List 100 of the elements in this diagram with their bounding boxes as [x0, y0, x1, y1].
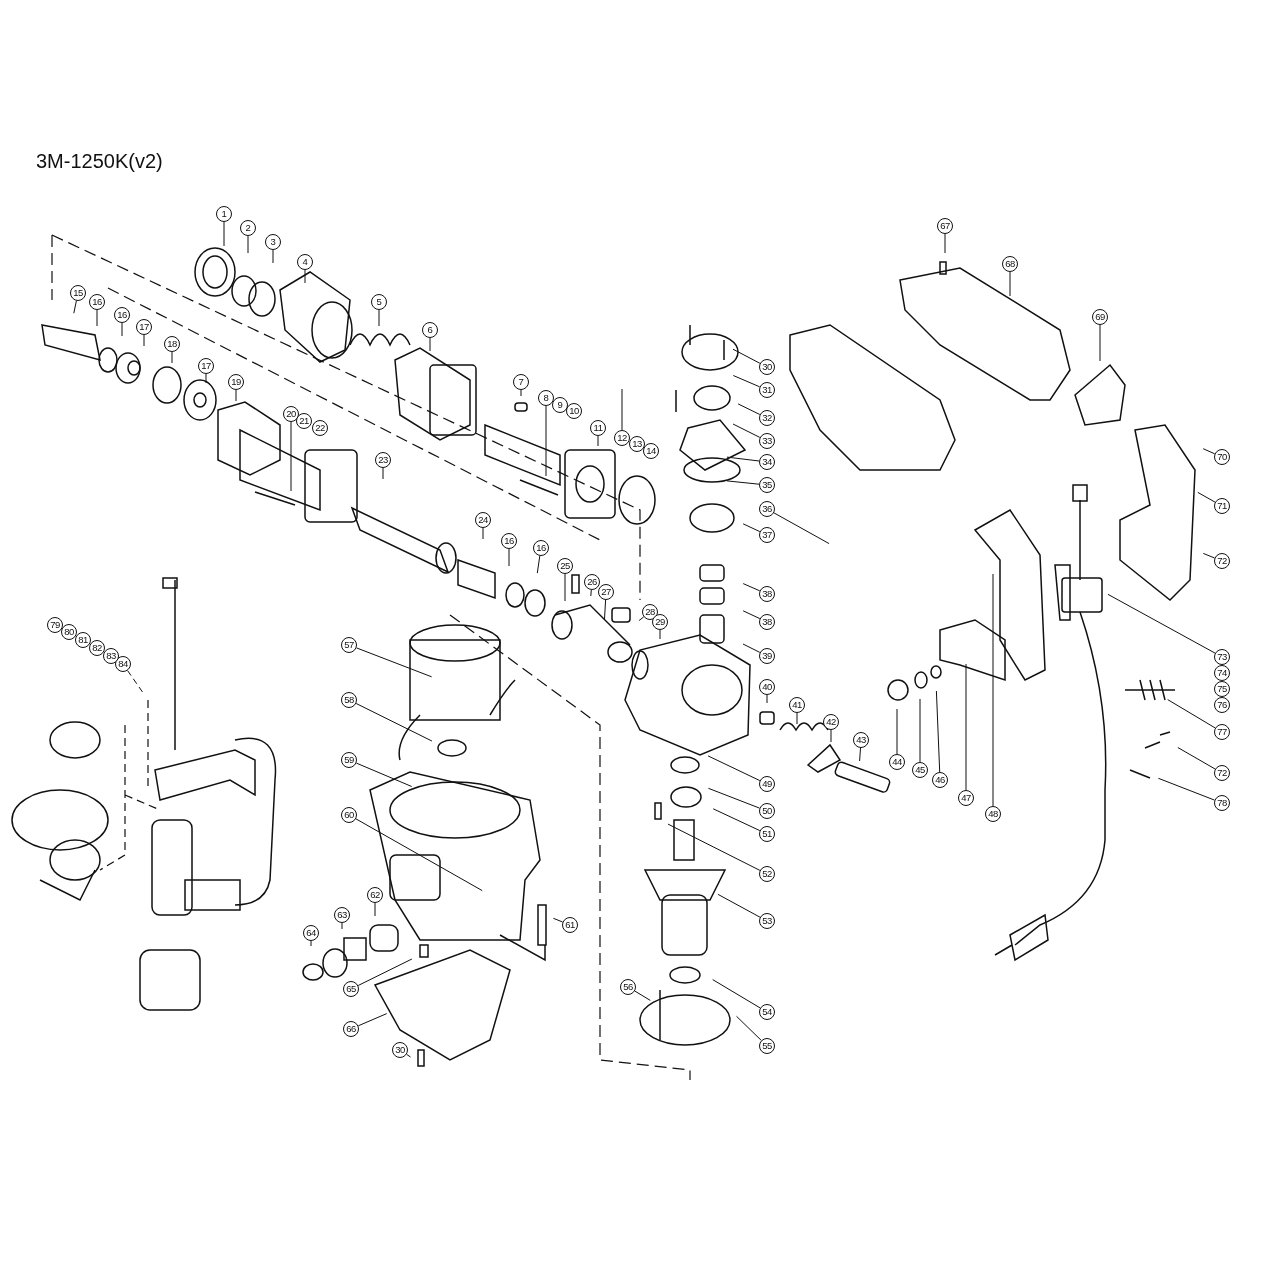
- leader-line: [732, 348, 761, 364]
- leader-line: [766, 694, 768, 704]
- leader-line: [73, 300, 77, 314]
- callout-number: 6: [422, 322, 438, 338]
- callout-number: 11: [590, 420, 606, 436]
- callout-number: 64: [303, 925, 319, 941]
- callout-number: 51: [759, 826, 775, 842]
- leader-line: [355, 703, 433, 742]
- leader-line: [944, 233, 946, 254]
- callout-number: 74: [1214, 665, 1230, 681]
- leader-line: [382, 467, 384, 480]
- leader-line: [1107, 593, 1216, 654]
- leader-line: [355, 818, 483, 892]
- callout-number: 16: [114, 307, 130, 323]
- callout-number: 26: [584, 574, 600, 590]
- leader-line: [742, 583, 761, 592]
- leader-line: [429, 337, 431, 352]
- callout-number: 10: [566, 403, 582, 419]
- callout-number: 40: [759, 679, 775, 695]
- leader-line: [732, 423, 761, 438]
- leader-line: [1202, 448, 1216, 455]
- leader-line: [508, 548, 510, 567]
- leader-line: [707, 755, 761, 782]
- callout-number: 60: [341, 807, 357, 823]
- leader-line: [712, 808, 761, 832]
- leader-line: [304, 269, 306, 284]
- callout-number: 25: [557, 558, 573, 574]
- leader-line: [859, 747, 861, 762]
- leader-line: [247, 235, 249, 254]
- callout-number: 28: [642, 604, 658, 620]
- callout-number: 14: [643, 443, 659, 459]
- callout-number: 38: [759, 586, 775, 602]
- callout-number: 66: [343, 1021, 359, 1037]
- callout-number: 37: [759, 527, 775, 543]
- callout-number: 38: [759, 614, 775, 630]
- callout-number: 8: [538, 390, 554, 406]
- callout-number: 54: [759, 1004, 775, 1020]
- leader-line: [736, 1015, 762, 1041]
- leader-line: [143, 334, 145, 347]
- callout-number: 23: [375, 452, 391, 468]
- leader-line: [171, 351, 173, 364]
- callout-number: 42: [823, 714, 839, 730]
- callout-number: 20: [283, 406, 299, 422]
- callout-number: 81: [75, 632, 91, 648]
- leader-line: [590, 589, 592, 597]
- callout-number: 9: [552, 397, 568, 413]
- callout-number: 78: [1214, 795, 1230, 811]
- callout-number: 27: [598, 584, 614, 600]
- leader-line: [357, 958, 413, 986]
- leader-line: [621, 388, 623, 431]
- leader-line: [127, 670, 144, 694]
- callout-number: 69: [1092, 309, 1108, 325]
- callout-number: 72: [1214, 765, 1230, 781]
- leader-line: [341, 922, 343, 930]
- leader-line: [205, 373, 207, 384]
- callout-number: 22: [312, 420, 328, 436]
- leader-line: [357, 1013, 388, 1027]
- callout-number: 46: [932, 772, 948, 788]
- leader-line: [773, 512, 830, 545]
- callout-number: 2: [240, 220, 256, 236]
- callout-number: 45: [912, 762, 928, 778]
- callout-number: 5: [371, 294, 387, 310]
- leader-line: [355, 762, 413, 787]
- leader-line: [1157, 777, 1215, 801]
- callout-number: 49: [759, 776, 775, 792]
- drawing-title: 3M-1250K(v2): [36, 150, 163, 173]
- leader-line: [726, 456, 760, 462]
- leader-line: [992, 573, 994, 807]
- leader-line: [356, 647, 433, 678]
- leader-line: [1099, 324, 1101, 362]
- callout-number: 77: [1214, 724, 1230, 740]
- leader-line: [638, 616, 645, 621]
- leader-line: [374, 902, 376, 917]
- leader-line: [742, 643, 761, 653]
- leader-line: [597, 435, 599, 447]
- leader-line: [552, 917, 564, 923]
- callout-number: 16: [501, 533, 517, 549]
- leader-line: [659, 629, 661, 640]
- leader-line: [1177, 747, 1216, 770]
- leader-line: [965, 663, 967, 791]
- leader-line: [830, 729, 832, 743]
- callout-number: 13: [629, 436, 645, 452]
- leader-line: [935, 690, 941, 773]
- callout-number: 53: [759, 913, 775, 929]
- callout-number: 24: [475, 512, 491, 528]
- leader-line: [235, 389, 237, 402]
- leader-line: [310, 940, 312, 947]
- callout-number: 36: [759, 501, 775, 517]
- leader-line: [707, 787, 760, 809]
- callout-number: 55: [759, 1038, 775, 1054]
- callout-number: 19: [228, 374, 244, 390]
- leader-line: [482, 527, 484, 540]
- callout-number: 65: [343, 981, 359, 997]
- leader-line: [726, 480, 760, 485]
- callout-number: 83: [103, 648, 119, 664]
- leader-line: [732, 375, 761, 388]
- callout-number: 62: [367, 887, 383, 903]
- callout-number: 30: [759, 359, 775, 375]
- callout-number: 76: [1214, 697, 1230, 713]
- leader-line: [223, 221, 225, 247]
